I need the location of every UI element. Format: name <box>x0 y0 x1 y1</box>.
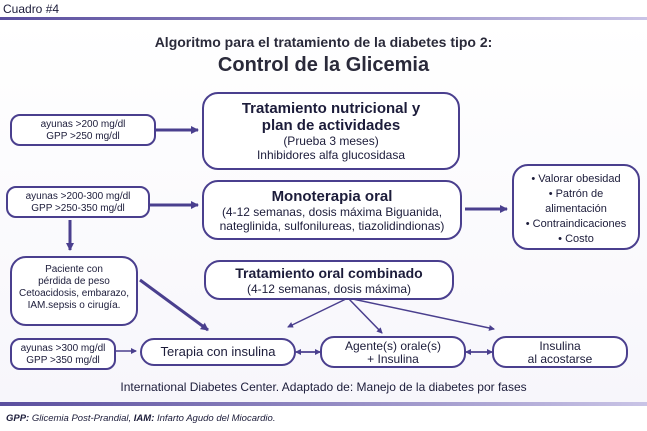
mono-line2: nateglinida, sulfonilureas, tiazolidindi… <box>219 219 445 233</box>
bedtime-line2: al acostarse <box>527 352 593 366</box>
evaluate-item-1: • Valorar obesidad <box>531 173 621 185</box>
gpp-definition: Glicemia Post-Prandial, <box>29 413 134 424</box>
nutrition-line2: Inhibidores alfa glucosidasa <box>256 148 406 162</box>
figure-label: Cuadro #4 <box>0 0 73 19</box>
evaluate-item-5: • Costo <box>558 233 594 245</box>
criteria-box-c: ayunas >300 mg/dl GPP >350 mg/dl <box>10 338 116 370</box>
oral-plus-insulin-box: Agente(s) orale(s) + Insulina <box>320 336 466 368</box>
monotherapy-box: Monoterapia oral (4-12 semanas, dosis má… <box>202 180 462 240</box>
criteria-box-a: ayunas >200 mg/dl GPP >250 mg/dl <box>10 114 156 146</box>
bottom-rule <box>0 402 647 406</box>
insulin-therapy-label: Terapia con insulina <box>160 344 276 359</box>
criteria-box-b: ayunas >200-300 mg/dl GPP >250-350 mg/dl <box>6 186 150 218</box>
bedtime-insulin-box: Insulina al acostarse <box>492 336 628 368</box>
mono-line1: (4-12 semanas, dosis máxima Biguanida, <box>221 205 443 219</box>
evaluate-item-3: alimentación <box>545 203 607 215</box>
branch-combined-to-bedtime <box>347 297 495 331</box>
combined-line1: (4-12 semanas, dosis máxima) <box>246 282 412 296</box>
nutrition-line1: (Prueba 3 meses) <box>283 134 379 148</box>
patient-line3: Cetoacidosis, embarazo, <box>18 288 130 299</box>
branch-combined-to-oral <box>347 297 383 334</box>
iam-definition: Infarto Agudo del Miocardio. <box>154 413 276 424</box>
arrow-patient-to-insulin <box>139 278 209 332</box>
evaluate-item-2: • Patrón de <box>548 188 604 200</box>
patient-line1: Paciente con <box>45 264 103 275</box>
criteria-a-line2: GPP >250 mg/dl <box>46 131 120 142</box>
mono-title: Monoterapia oral <box>271 188 393 205</box>
evaluate-item-4: • Contraindicaciones <box>525 218 627 230</box>
criteria-a-line1: ayunas >200 mg/dl <box>40 119 126 130</box>
criteria-c-line1: ayunas >300 mg/dl <box>20 343 106 354</box>
abbreviation-footnote: GPP: Glicemia Post-Prandial, IAM: Infart… <box>6 413 275 424</box>
oral-insulin-line1: Agente(s) orale(s) <box>344 339 442 353</box>
nutrition-title-line2: plan de actividades <box>261 117 401 134</box>
evaluate-factors-box: • Valorar obesidad • Patrón de alimentac… <box>512 164 640 250</box>
iam-abbr: IAM: <box>133 413 155 424</box>
combined-title: Tratamiento oral combinado <box>235 265 423 281</box>
patient-condition-box: Paciente con pérdida de peso Cetoacidosi… <box>10 256 138 326</box>
insulin-therapy-box: Terapia con insulina <box>140 338 296 366</box>
source-citation: International Diabetes Center. Adaptado … <box>120 380 527 394</box>
criteria-b-line1: ayunas >200-300 mg/dl <box>25 191 131 202</box>
criteria-c-line2: GPP >350 mg/dl <box>26 355 100 366</box>
top-rule <box>0 17 647 20</box>
criteria-b-line2: GPP >250-350 mg/dl <box>31 203 125 214</box>
branch-combined-to-insulin <box>287 297 349 328</box>
diagram-title: Control de la Glicemia <box>217 54 430 76</box>
patient-line2: pérdida de peso <box>38 276 110 287</box>
nutrition-plan-box: Tratamiento nutricional y plan de activi… <box>202 92 460 170</box>
gpp-abbr: GPP: <box>6 413 30 424</box>
nutrition-title-line1: Tratamiento nutricional y <box>241 100 421 117</box>
combined-oral-box: Tratamiento oral combinado (4-12 semanas… <box>204 260 454 300</box>
diagram-subtitle: Algoritmo para el tratamiento de la diab… <box>154 34 493 50</box>
bedtime-line1: Insulina <box>539 339 581 353</box>
oral-insulin-line2: + Insulina <box>367 352 419 366</box>
patient-line4: IAM.sepsis o cirugía. <box>27 300 121 311</box>
